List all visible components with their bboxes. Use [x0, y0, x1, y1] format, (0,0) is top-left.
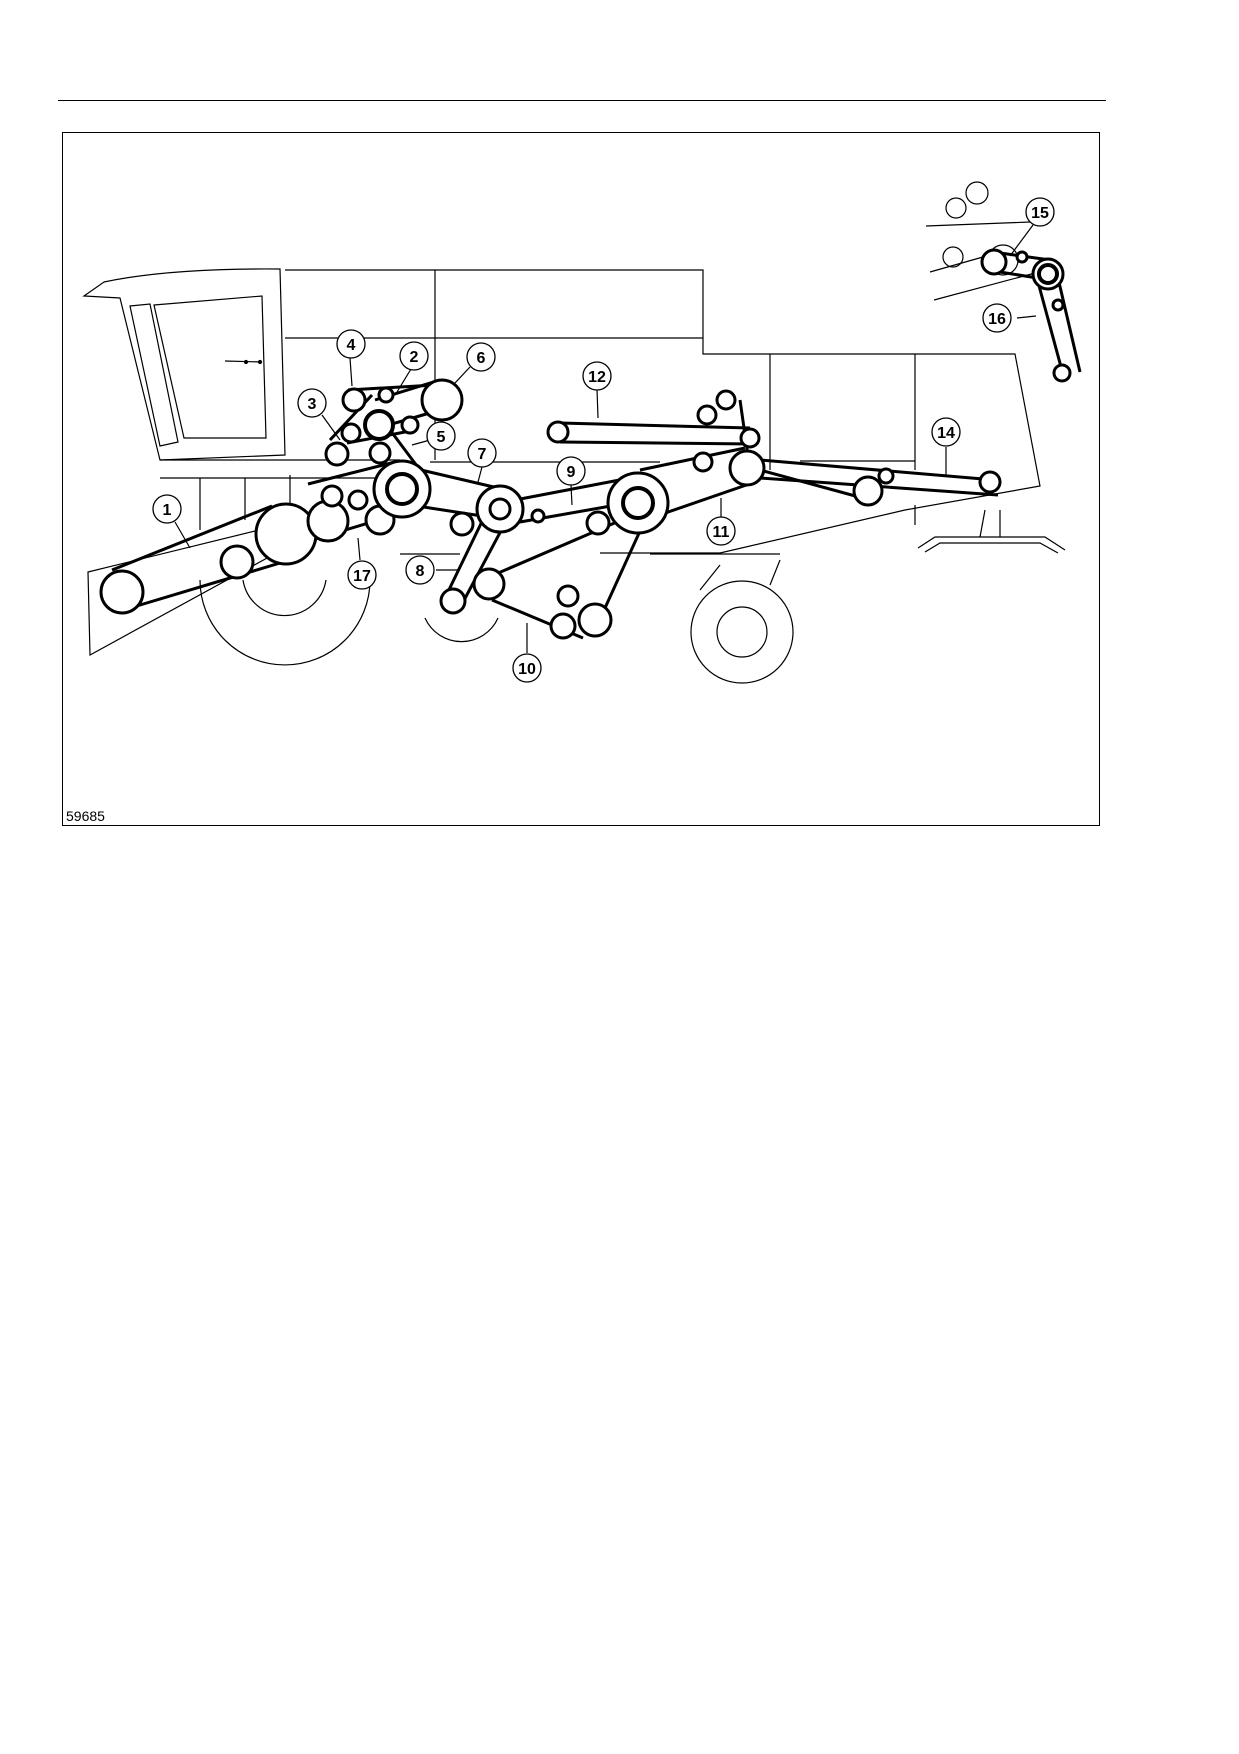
door-handle: [224, 360, 263, 363]
pulley-header-drive: [99, 569, 145, 615]
callout-8-label: 8: [416, 563, 425, 580]
callout-15: 15: [1025, 197, 1055, 227]
callout-5-label: 5: [437, 429, 446, 446]
pulley-feeder: [306, 499, 350, 543]
callout-6-label: 6: [477, 350, 486, 367]
rear-step: [917, 536, 1066, 551]
callout-17-label: 17: [353, 568, 371, 585]
pulleys: [99, 248, 1072, 640]
callout-7: 7: [467, 438, 497, 468]
callout-17: 17: [347, 560, 377, 590]
pulley-2: [363, 409, 395, 441]
cab-door-frame: [129, 303, 179, 447]
front-wheel: [199, 579, 371, 666]
callout-16: 16: [982, 303, 1012, 333]
callout-15-label: 15: [1031, 205, 1049, 222]
callout-9-label: 9: [567, 464, 576, 481]
callout-12-label: 12: [588, 369, 606, 386]
grain-tank: [285, 269, 1041, 554]
callout-10-label: 10: [518, 661, 536, 678]
pulley-6: [420, 378, 464, 422]
callout-7-label: 7: [478, 446, 487, 463]
rear-wheel: [690, 580, 794, 684]
pulley-11: [728, 449, 766, 487]
callout-10: 10: [512, 653, 542, 683]
callout-4: 4: [336, 329, 366, 359]
callouts: 1 2 3 4 5 6 7 8 9 10 11 12 14 15 16: [152, 197, 1055, 683]
callout-9: 9: [556, 456, 586, 486]
belts: [111, 251, 1082, 640]
callout-2-label: 2: [410, 349, 419, 366]
machine-outline: [82, 181, 1066, 684]
figure-frame: [62, 132, 1100, 826]
callout-4-label: 4: [347, 337, 356, 354]
pulley-idler-low: [219, 544, 255, 580]
callout-5: 5: [426, 421, 456, 451]
callout-12: 12: [582, 361, 612, 391]
figure-number: 59685: [66, 808, 105, 824]
callout-8: 8: [405, 555, 435, 585]
callout-2: 2: [399, 341, 429, 371]
pulley-15: [980, 248, 1008, 276]
header-rule: [58, 100, 1106, 101]
callout-6: 6: [466, 342, 496, 372]
callout-3-label: 3: [308, 396, 317, 413]
callout-11: 11: [706, 516, 736, 546]
cab-window: [153, 295, 267, 439]
callout-14-label: 14: [937, 425, 955, 442]
callout-1-label: 1: [163, 502, 172, 519]
callout-11-label: 11: [713, 524, 730, 541]
callout-1: 1: [152, 494, 182, 524]
leader-lines: [174, 224, 1037, 653]
callout-16-label: 16: [988, 311, 1006, 328]
callout-3: 3: [297, 388, 327, 418]
callout-14: 14: [931, 417, 961, 447]
pulley-main-large: [254, 502, 318, 566]
cab-outline: [82, 268, 286, 461]
